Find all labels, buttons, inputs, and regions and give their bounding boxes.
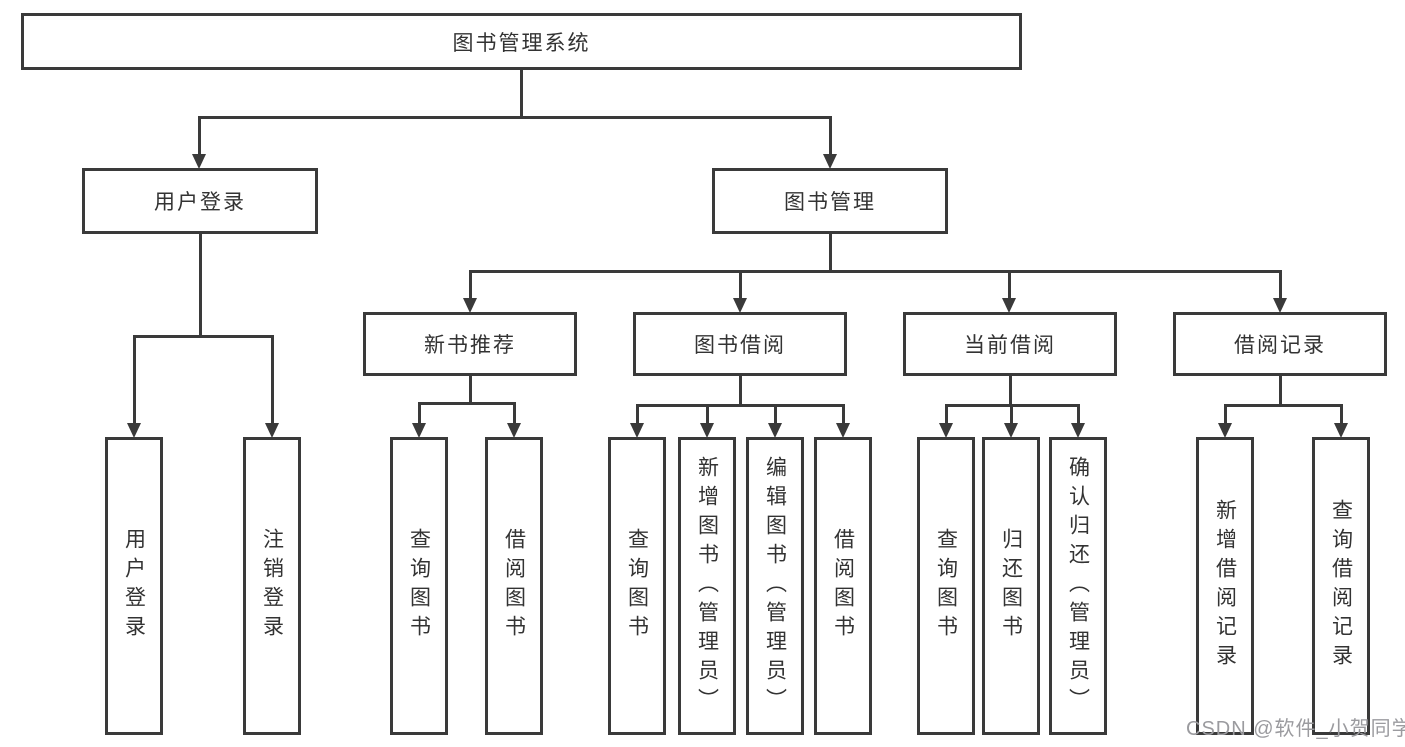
node-leaf-query-book-2: 查询图书 <box>608 437 666 735</box>
node-leaf-return-book: 归还图书 <box>982 437 1040 735</box>
connector-rail <box>417 401 516 405</box>
node-leaf-add-record: 新增借阅记录 <box>1196 437 1254 735</box>
arrow-down-icon <box>265 423 279 438</box>
connector-stem <box>738 376 742 405</box>
arrow-down-icon <box>463 298 477 313</box>
connector-branch <box>705 405 709 424</box>
node-label-borrowing-records: 借阅记录 <box>1234 334 1326 357</box>
connector-branch <box>1223 405 1227 424</box>
connector-stem <box>198 234 202 336</box>
connector-branch <box>1076 405 1080 424</box>
node-label-book-management: 图书管理 <box>784 191 876 214</box>
connector-rail <box>635 403 845 407</box>
node-leaf-logout: 注销登录 <box>243 437 301 735</box>
connector-branch <box>270 336 274 424</box>
arrow-down-icon <box>192 154 206 169</box>
node-label-leaf-add-book: 新增图书（管理员） <box>695 455 719 717</box>
arrow-down-icon <box>127 423 141 438</box>
node-leaf-confirm-return: 确认归还（管理员） <box>1049 437 1107 735</box>
node-leaf-user-login: 用户登录 <box>105 437 163 735</box>
node-label-leaf-borrow-book-2: 借阅图书 <box>831 528 855 644</box>
node-leaf-query-book-3: 查询图书 <box>917 437 975 735</box>
node-leaf-query-record: 查询借阅记录 <box>1312 437 1370 735</box>
node-label-leaf-return-book: 归还图书 <box>999 528 1023 644</box>
node-leaf-edit-book: 编辑图书（管理员） <box>746 437 804 735</box>
node-label-leaf-query-book-1: 查询图书 <box>407 528 431 644</box>
connector-branch <box>512 403 516 424</box>
arrow-down-icon <box>1004 423 1018 438</box>
node-label-user-login: 用户登录 <box>154 191 246 214</box>
node-label-book-borrowing: 图书借阅 <box>694 334 786 357</box>
node-label-leaf-add-record: 新增借阅记录 <box>1213 499 1237 673</box>
node-book-management: 图书管理 <box>712 168 948 234</box>
node-leaf-add-book: 新增图书（管理员） <box>678 437 736 735</box>
connector-branch <box>197 117 201 155</box>
connector-branch <box>1339 405 1343 424</box>
node-leaf-query-book-1: 查询图书 <box>390 437 448 735</box>
connector-stem <box>1278 376 1282 405</box>
connector-branch <box>738 271 742 299</box>
node-book-borrowing: 图书借阅 <box>633 312 847 376</box>
arrow-down-icon <box>700 423 714 438</box>
connector-branch <box>417 403 421 424</box>
node-label-leaf-query-book-3: 查询图书 <box>934 528 958 644</box>
connector-branch <box>468 271 472 299</box>
connector-branch <box>1009 405 1013 424</box>
connector-rail <box>197 115 832 119</box>
node-leaf-borrow-book-2: 借阅图书 <box>814 437 872 735</box>
connector-branch <box>635 405 639 424</box>
node-label-current-borrowing: 当前借阅 <box>964 334 1056 357</box>
node-label-leaf-query-record: 查询借阅记录 <box>1329 499 1353 673</box>
watermark-text: CSDN @软件_小贺同学 <box>1186 718 1405 740</box>
arrow-down-icon <box>823 154 837 169</box>
node-leaf-borrow-book-1: 借阅图书 <box>485 437 543 735</box>
arrow-down-icon <box>1002 298 1016 313</box>
arrow-down-icon <box>507 423 521 438</box>
node-label-leaf-user-login: 用户登录 <box>122 528 146 644</box>
node-label-new-book-recommend: 新书推荐 <box>424 334 516 357</box>
node-label-leaf-logout: 注销登录 <box>260 528 284 644</box>
arrow-down-icon <box>1218 423 1232 438</box>
node-label-leaf-borrow-book-1: 借阅图书 <box>502 528 526 644</box>
connector-branch <box>944 405 948 424</box>
connector-branch <box>841 405 845 424</box>
connector-branch <box>132 336 136 424</box>
node-label-leaf-query-book-2: 查询图书 <box>625 528 649 644</box>
connector-rail <box>132 334 274 338</box>
connector-rail <box>468 269 1282 273</box>
connector-stem <box>1008 376 1012 405</box>
arrow-down-icon <box>1071 423 1085 438</box>
arrow-down-icon <box>1334 423 1348 438</box>
node-borrowing-records: 借阅记录 <box>1173 312 1387 376</box>
connector-branch <box>773 405 777 424</box>
arrow-down-icon <box>630 423 644 438</box>
node-new-book-recommend: 新书推荐 <box>363 312 577 376</box>
arrow-down-icon <box>939 423 953 438</box>
arrow-down-icon <box>412 423 426 438</box>
arrow-down-icon <box>768 423 782 438</box>
arrow-down-icon <box>733 298 747 313</box>
node-current-borrowing: 当前借阅 <box>903 312 1117 376</box>
connector-branch <box>1278 271 1282 299</box>
arrow-down-icon <box>1273 298 1287 313</box>
connector-stem <box>519 70 523 117</box>
connector-stem <box>468 376 472 403</box>
arrow-down-icon <box>836 423 850 438</box>
node-label-leaf-edit-book: 编辑图书（管理员） <box>763 455 787 717</box>
connector-branch <box>828 117 832 155</box>
node-root: 图书管理系统 <box>21 13 1022 70</box>
node-user-login: 用户登录 <box>82 168 318 234</box>
node-label-leaf-confirm-return: 确认归还（管理员） <box>1066 455 1090 717</box>
connector-rail <box>1223 403 1343 407</box>
connector-branch <box>1007 271 1011 299</box>
connector-stem <box>828 234 832 271</box>
node-label-root: 图书管理系统 <box>452 31 591 55</box>
